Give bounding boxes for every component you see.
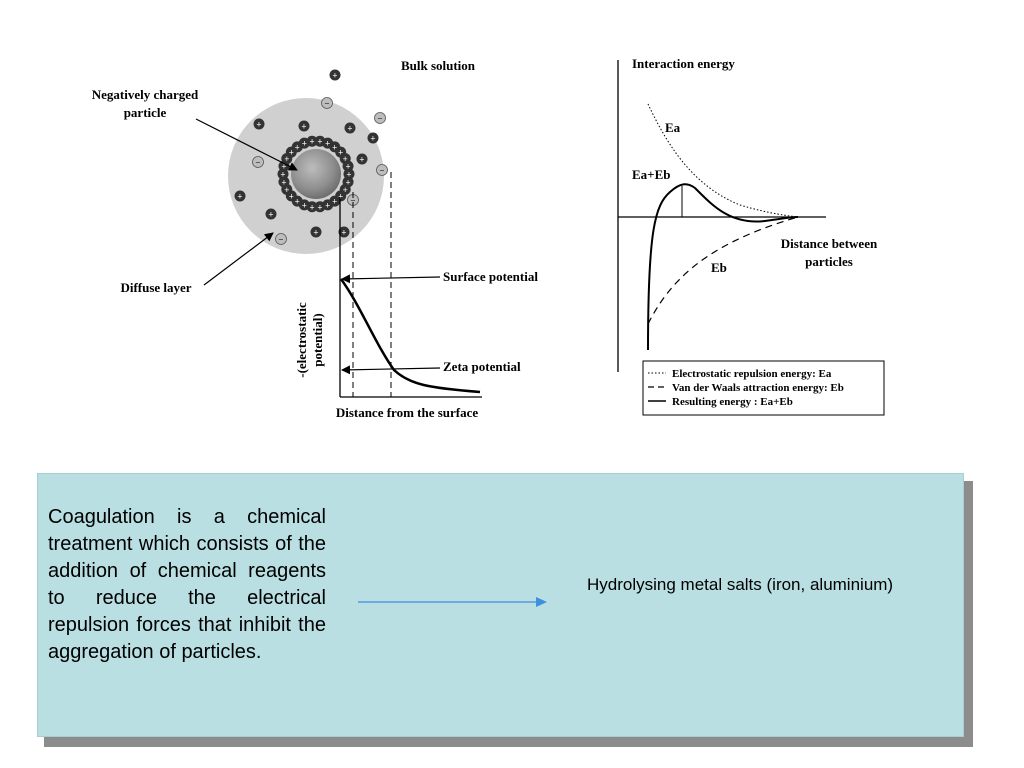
svg-text:+: + — [341, 228, 346, 238]
positive-ion: + — [314, 201, 326, 213]
energy-distance-label-line1: Distance between — [781, 236, 878, 251]
legend-item-ea: Electrostatic repulsion energy: Ea — [672, 368, 832, 380]
svg-text:+: + — [343, 154, 348, 164]
svg-text:+: + — [345, 162, 350, 172]
svg-text:+: + — [289, 148, 294, 158]
svg-text:+: + — [281, 162, 286, 172]
svg-text:+: + — [345, 177, 350, 187]
negative-ion: − — [321, 97, 333, 109]
svg-text:+: + — [338, 148, 343, 158]
positive-ion: + — [306, 135, 318, 147]
energy-distance-label-line2: particles — [805, 254, 853, 269]
reagent-arrow — [358, 597, 547, 607]
distance-axis-label: Distance from the surface — [336, 405, 479, 420]
svg-text:−: − — [379, 166, 384, 176]
svg-text:−: − — [278, 235, 283, 245]
energy-legend: Electrostatic repulsion energy: Ea Van d… — [642, 360, 885, 416]
svg-text:+: + — [309, 137, 314, 147]
svg-text:+: + — [256, 120, 261, 130]
negative-ion: − — [275, 233, 287, 245]
svg-text:+: + — [237, 192, 242, 202]
svg-text:+: + — [302, 139, 307, 149]
eaeb-curve-label: Ea+Eb — [632, 167, 670, 182]
svg-text:+: + — [295, 142, 300, 152]
particle-label-line2: particle — [124, 105, 167, 120]
diffuse-layer-pointer-arrow — [203, 232, 274, 286]
svg-text:+: + — [370, 134, 375, 144]
svg-text:+: + — [280, 170, 285, 180]
positive-ion: + — [344, 122, 356, 134]
ea-curve-label: Ea — [665, 120, 681, 135]
particle-label-line1: Negatively charged — [92, 87, 199, 102]
interaction-energy-plot: Interaction energy Ea Ea+Eb Eb Distance … — [617, 56, 885, 416]
coagulation-definition: Coagulation is a chemical treatment whic… — [48, 506, 326, 663]
negative-ion: − — [252, 156, 264, 168]
svg-text:+: + — [325, 139, 330, 149]
particle-pointer-arrow — [195, 118, 298, 171]
info-box: Coagulation is a chemical treatment whic… — [37, 473, 964, 737]
surface-potential-label: Surface potential — [443, 269, 538, 284]
positive-ion: + — [356, 153, 368, 165]
negative-ion: − — [374, 112, 386, 124]
positive-ion: + — [367, 132, 379, 144]
svg-text:−: − — [377, 114, 382, 124]
svg-text:+: + — [284, 154, 289, 164]
positive-ion: + — [310, 226, 322, 238]
positive-ion: + — [265, 208, 277, 220]
stern-layer-ions: ++++++++++++++++++++++++++ — [277, 135, 355, 213]
svg-text:−: − — [255, 158, 260, 168]
positive-ion: + — [342, 160, 354, 172]
svg-text:+: + — [338, 191, 343, 201]
svg-text:+: + — [309, 202, 314, 212]
svg-text:+: + — [343, 185, 348, 195]
diffuse-layer-ions: ++++++++++−−−−−− — [234, 69, 388, 245]
zeta-potential-label: Zeta potential — [443, 359, 521, 374]
zeta-potential-arrow — [341, 365, 441, 375]
svg-text:+: + — [346, 170, 351, 180]
svg-text:+: + — [281, 177, 286, 187]
svg-text:+: + — [268, 210, 273, 220]
potential-axis-label-line1: -(electrostatic — [294, 302, 309, 378]
coagulation-diagram: ++++++++++++++++++++++++++ ++++++++++−−−… — [92, 56, 885, 420]
svg-text:+: + — [302, 200, 307, 210]
svg-text:+: + — [359, 155, 364, 165]
legend-item-eb: Van der Waals attraction energy: Eb — [672, 382, 844, 394]
positive-ion: + — [329, 69, 341, 81]
potential-axis-label-line2: potential) — [310, 313, 325, 366]
negative-ion: − — [376, 164, 388, 176]
positive-ion: + — [234, 190, 246, 202]
svg-text:+: + — [325, 200, 330, 210]
legend-item-eaeb: Resulting energy : Ea+Eb — [672, 396, 793, 408]
svg-text:+: + — [301, 122, 306, 132]
svg-text:+: + — [332, 71, 337, 81]
svg-text:+: + — [332, 197, 337, 207]
energy-axis-label: Interaction energy — [632, 56, 735, 71]
svg-text:+: + — [317, 202, 322, 212]
eb-curve — [647, 216, 799, 325]
eaeb-curve — [647, 183, 799, 351]
svg-text:−: − — [324, 99, 329, 109]
particle-diagram: ++++++++++++++++++++++++++ ++++++++++−−−… — [92, 58, 539, 420]
svg-text:−: − — [350, 196, 355, 206]
svg-text:+: + — [295, 197, 300, 207]
positive-ion: + — [338, 226, 350, 238]
surface-potential-arrow — [341, 274, 441, 284]
svg-text:+: + — [347, 124, 352, 134]
diffuse-layer-label: Diffuse layer — [120, 280, 191, 295]
potential-curve — [339, 278, 481, 394]
particle-core — [291, 149, 341, 199]
positive-ion: + — [298, 120, 310, 132]
bulk-solution-label: Bulk solution — [401, 58, 476, 73]
svg-text:+: + — [284, 185, 289, 195]
eb-curve-label: Eb — [711, 260, 727, 275]
svg-text:+: + — [289, 191, 294, 201]
svg-text:+: + — [332, 142, 337, 152]
svg-text:+: + — [313, 228, 318, 238]
positive-ion: + — [253, 118, 265, 130]
legend-box — [642, 360, 885, 416]
svg-text:+: + — [317, 137, 322, 147]
reagent-description: Hydrolysing metal salts (iron, aluminium… — [587, 575, 894, 594]
